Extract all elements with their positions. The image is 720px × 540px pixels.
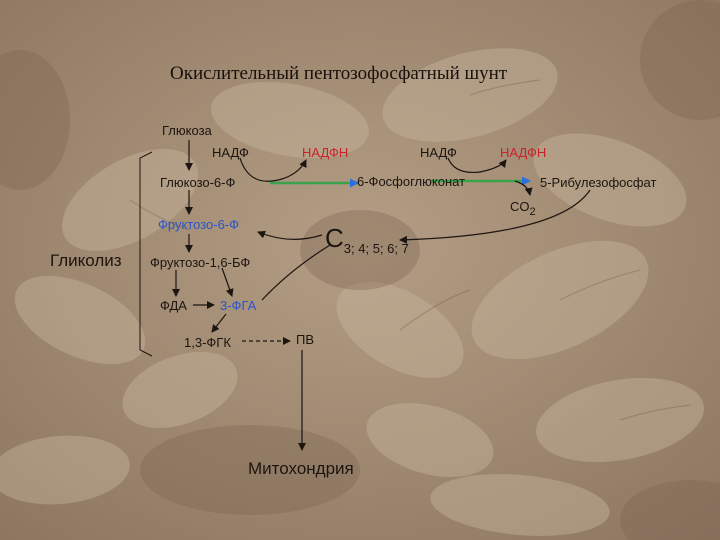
c-pool-subscript: 3; 4; 5; 6; 7 (343, 241, 409, 256)
arrow-f16bp-to-3pga (221, 267, 234, 297)
glycolysis-bracket (139, 151, 153, 357)
label-mitochondria: Митохондрия (248, 459, 354, 478)
label-glycolysis: Гликолиз (50, 251, 122, 270)
label-nadp-1: НАДФ (212, 145, 249, 160)
arrow-3pga-to-13pgk (211, 313, 227, 333)
label-fda: ФДА (160, 298, 187, 313)
label-nadph-2: НАДФН (500, 145, 547, 160)
label-fructose-6p: Фруктозо-6-Ф (158, 217, 240, 232)
label-ribulose-5p: 5-Рибулезофосфат (540, 175, 657, 190)
label-glucose-6p: Глюкозо-6-Ф (160, 175, 236, 190)
co2-subscript: 2 (529, 206, 536, 218)
arrow-nadp-nadph-2 (447, 157, 507, 174)
arrow-r5p-to-c-pool (399, 189, 591, 244)
arrow-nadp-nadph-1 (239, 157, 307, 182)
label-nadph-1: НАДФН (302, 145, 349, 160)
label-fructose-16bp: Фруктозо-1,6-БФ (150, 255, 251, 270)
label-glucose: Глюкоза (162, 123, 212, 138)
label-c-pool: C3; 4; 5; 6; 7 (325, 223, 409, 255)
label-6-phosphogluconate: 6-Фосфоглюконат (357, 174, 466, 189)
label-nadp-2: НАДФ (420, 145, 457, 160)
arrow-3pga-to-c-pool (261, 244, 331, 301)
label-3-pga: 3-ФГА (220, 298, 257, 313)
slide-title: Окислительный пентозофосфатный шунт (170, 63, 508, 84)
c-pool-main: C (325, 223, 344, 253)
label-pv: ПВ (296, 332, 315, 347)
co2-main: CO (510, 199, 530, 214)
arrow-c-pool-to-f6p (257, 230, 323, 240)
arrow-co2-release (514, 180, 533, 196)
label-1-3-pgk: 1,3-ФГК (184, 335, 231, 350)
label-co2: CO2 (510, 199, 536, 218)
